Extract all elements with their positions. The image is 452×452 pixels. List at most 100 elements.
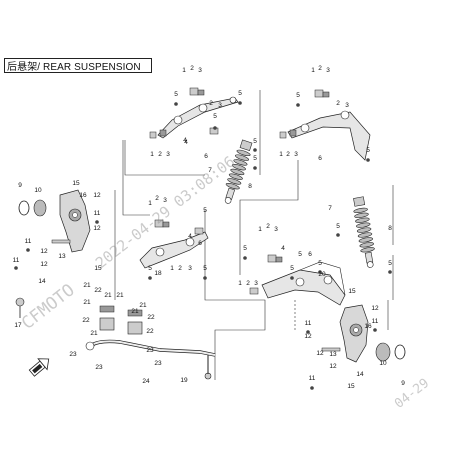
part-label: 24 bbox=[142, 378, 150, 385]
part-label: 1 bbox=[148, 200, 152, 207]
part-label: 5 bbox=[213, 113, 217, 120]
part-label: 12 bbox=[93, 192, 101, 199]
part-label: 15 bbox=[347, 383, 355, 390]
part-label: 2 bbox=[190, 65, 194, 72]
part-label: 12 bbox=[304, 333, 312, 340]
part-label: 1 bbox=[150, 151, 154, 158]
part-label: 11 bbox=[372, 318, 379, 325]
part-label: 8 bbox=[388, 225, 392, 232]
part-label: 10 bbox=[379, 360, 387, 367]
part-label: 5 bbox=[174, 91, 178, 98]
part-label: 10 bbox=[34, 187, 42, 194]
part-label: 11 bbox=[94, 210, 101, 217]
knuckle-left bbox=[18, 189, 91, 253]
part-label: 15 bbox=[72, 180, 80, 187]
part-label: 9 bbox=[18, 182, 22, 189]
assembly-frame-lines bbox=[114, 90, 394, 380]
part-label: 17 bbox=[14, 322, 22, 329]
part-label: 23 bbox=[154, 360, 162, 367]
part-label: 3 bbox=[218, 102, 222, 109]
part-label: 16 bbox=[364, 323, 372, 330]
part-label: 5 bbox=[203, 207, 207, 214]
part-label: 5 bbox=[298, 251, 302, 258]
part-label: 11 bbox=[309, 375, 316, 382]
part-label: 5 bbox=[388, 260, 392, 267]
part-label: 5 bbox=[366, 147, 370, 154]
part-label: 11 bbox=[305, 320, 312, 327]
part-label: 8 bbox=[248, 183, 252, 190]
part-label: 3 bbox=[163, 197, 167, 204]
part-label: 3 bbox=[198, 67, 202, 74]
part-label: 21 bbox=[104, 292, 112, 299]
part-label: 5 bbox=[318, 260, 322, 267]
lower-arm-right bbox=[249, 254, 346, 306]
part-label: 22 bbox=[147, 314, 155, 321]
part-label: 13 bbox=[329, 351, 337, 358]
part-label: 3 bbox=[345, 102, 349, 109]
part-label: 12 bbox=[93, 225, 101, 232]
part-label: 2 bbox=[209, 100, 213, 107]
part-label: 6 bbox=[308, 251, 312, 258]
part-label: 15 bbox=[94, 265, 102, 272]
part-label: 3 bbox=[294, 151, 298, 158]
part-label: 22 bbox=[82, 317, 90, 324]
part-label: 21 bbox=[131, 308, 139, 315]
part-label: 4 bbox=[281, 245, 285, 252]
part-label: 3 bbox=[254, 280, 258, 287]
part-label: 21 bbox=[139, 302, 147, 309]
upper-link-left bbox=[149, 87, 239, 139]
part-label: 6 bbox=[198, 240, 202, 247]
part-label: 3 bbox=[188, 265, 192, 272]
part-label: 7 bbox=[328, 205, 332, 212]
fasteners bbox=[14, 101, 392, 390]
knuckle-right bbox=[321, 304, 406, 363]
part-label: 2 bbox=[318, 65, 322, 72]
part-label: 15 bbox=[348, 288, 356, 295]
part-label: 7 bbox=[208, 167, 212, 174]
part-label: 1 bbox=[311, 67, 315, 74]
part-label: 3 bbox=[326, 67, 330, 74]
part-label: 2 bbox=[266, 223, 270, 230]
part-label: 12 bbox=[316, 350, 324, 357]
part-label: 21 bbox=[90, 330, 98, 337]
part-label: 1 bbox=[238, 280, 242, 287]
part-label: 12 bbox=[329, 363, 337, 370]
part-label: 1 bbox=[182, 67, 186, 74]
part-label: 2 bbox=[286, 151, 290, 158]
stabilizer-bar bbox=[15, 297, 216, 380]
part-label: 2 bbox=[336, 100, 340, 107]
upper-link-right bbox=[279, 89, 371, 161]
part-label: 5 bbox=[148, 265, 152, 272]
part-label: 23 bbox=[95, 364, 103, 371]
part-label: 4 bbox=[184, 139, 188, 146]
part-label: 22 bbox=[146, 328, 154, 335]
part-label: 5 bbox=[243, 245, 247, 252]
part-label: 23 bbox=[69, 351, 77, 358]
part-label: 5 bbox=[203, 265, 207, 272]
title-box: 后悬架/ REAR SUSPENSION bbox=[4, 58, 152, 73]
part-label: 21 bbox=[83, 282, 91, 289]
lower-arm-left bbox=[139, 219, 209, 269]
part-label: 5 bbox=[296, 92, 300, 99]
part-label: 5 bbox=[253, 155, 257, 162]
part-label: 5 bbox=[238, 90, 242, 97]
page-title: 后悬架/ REAR SUSPENSION bbox=[7, 62, 141, 73]
front-arrow-icon bbox=[28, 358, 50, 377]
part-label: 1 bbox=[258, 226, 262, 233]
part-label: 3 bbox=[274, 226, 278, 233]
part-label: 22 bbox=[94, 287, 102, 294]
part-label: 6 bbox=[318, 155, 322, 162]
part-label: 12 bbox=[40, 248, 48, 255]
part-label: 5 bbox=[336, 223, 340, 230]
part-label: 5 bbox=[290, 265, 294, 272]
part-label: 11 bbox=[25, 238, 32, 245]
part-label: 3 bbox=[166, 151, 170, 158]
part-label: 1 bbox=[170, 265, 174, 272]
part-label: 14 bbox=[356, 371, 364, 378]
part-label: 19 bbox=[180, 377, 188, 384]
part-label: 4 bbox=[188, 233, 192, 240]
part-label: 2 bbox=[246, 280, 250, 287]
part-label: 2 bbox=[178, 265, 182, 272]
